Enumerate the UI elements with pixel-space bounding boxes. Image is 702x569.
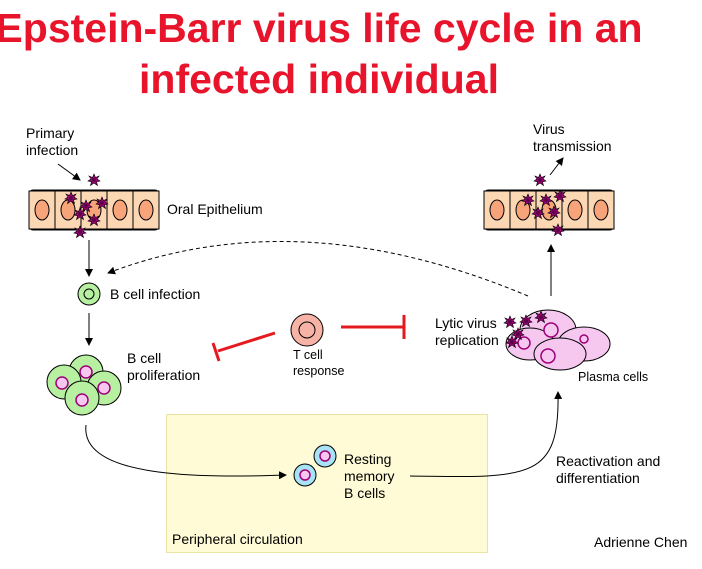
infected-b-cell xyxy=(77,282,101,306)
reinfection-dashed-arrow xyxy=(107,241,529,297)
oral-epithelium-right xyxy=(483,189,615,231)
b-cell-proliferation-label: B cell proliferation xyxy=(127,350,200,384)
oral-epithelium-left xyxy=(28,189,160,231)
arrow-reactivation xyxy=(409,391,563,478)
b-cell-infection-label: B cell infection xyxy=(110,286,201,302)
resting-memory-b-cells xyxy=(293,444,337,487)
virus-transmission-line-1: Virus xyxy=(533,121,565,137)
author-credit: Adrienne Chen xyxy=(594,534,688,550)
resting-memory-line-3: B cells xyxy=(344,485,386,501)
resting-memory-label: Resting memory B cells xyxy=(344,451,395,502)
primary-infection-line-1: Primary xyxy=(26,125,75,141)
plasma-cells xyxy=(505,309,611,371)
virus-transmission-line-2: transmission xyxy=(533,138,612,154)
t-cell-response-line-2: response xyxy=(293,364,345,378)
title-line-1: Epstein-Barr virus life cycle in an xyxy=(0,5,643,51)
peripheral-circulation-label: Peripheral circulation xyxy=(172,531,303,547)
primary-infection-line-2: infection xyxy=(26,142,79,158)
reactivation-line-2: differentiation xyxy=(556,470,640,486)
t-cell xyxy=(290,313,324,347)
inhibit-lytic-replication xyxy=(341,315,406,339)
reactivation-line-1: Reactivation and xyxy=(556,453,661,469)
arrow-to-memory-cells xyxy=(85,424,287,480)
inhibit-proliferation xyxy=(211,331,276,362)
resting-memory-line-1: Resting xyxy=(344,451,392,467)
primary-infection-arrow xyxy=(57,163,81,181)
peripheral-circulation-region xyxy=(166,414,488,553)
plasma-cells-label: Plasma cells xyxy=(578,370,649,384)
title-line-2: infected individual xyxy=(139,56,499,102)
b-cell-proliferation-line-1: B cell xyxy=(127,350,162,366)
oral-epithelium-label: Oral Epithelium xyxy=(167,201,263,217)
lytic-replication-line-2: replication xyxy=(435,332,499,348)
b-cell-proliferation-line-2: proliferation xyxy=(127,367,201,383)
transmission-arrow xyxy=(549,157,564,176)
virus-transmission-label: Virus transmission xyxy=(533,121,612,155)
lytic-replication-label: Lytic virus replication xyxy=(435,315,499,349)
lytic-replication-line-1: Lytic virus xyxy=(435,315,497,331)
reactivation-label: Reactivation and differentiation xyxy=(556,453,660,487)
proliferating-b-cells xyxy=(46,354,122,416)
primary-infection-label: Primary infection xyxy=(26,125,78,159)
t-cell-response-line-1: T cell xyxy=(293,348,323,362)
t-cell-response-label: T cell response xyxy=(293,347,344,379)
resting-memory-line-2: memory xyxy=(344,468,395,484)
